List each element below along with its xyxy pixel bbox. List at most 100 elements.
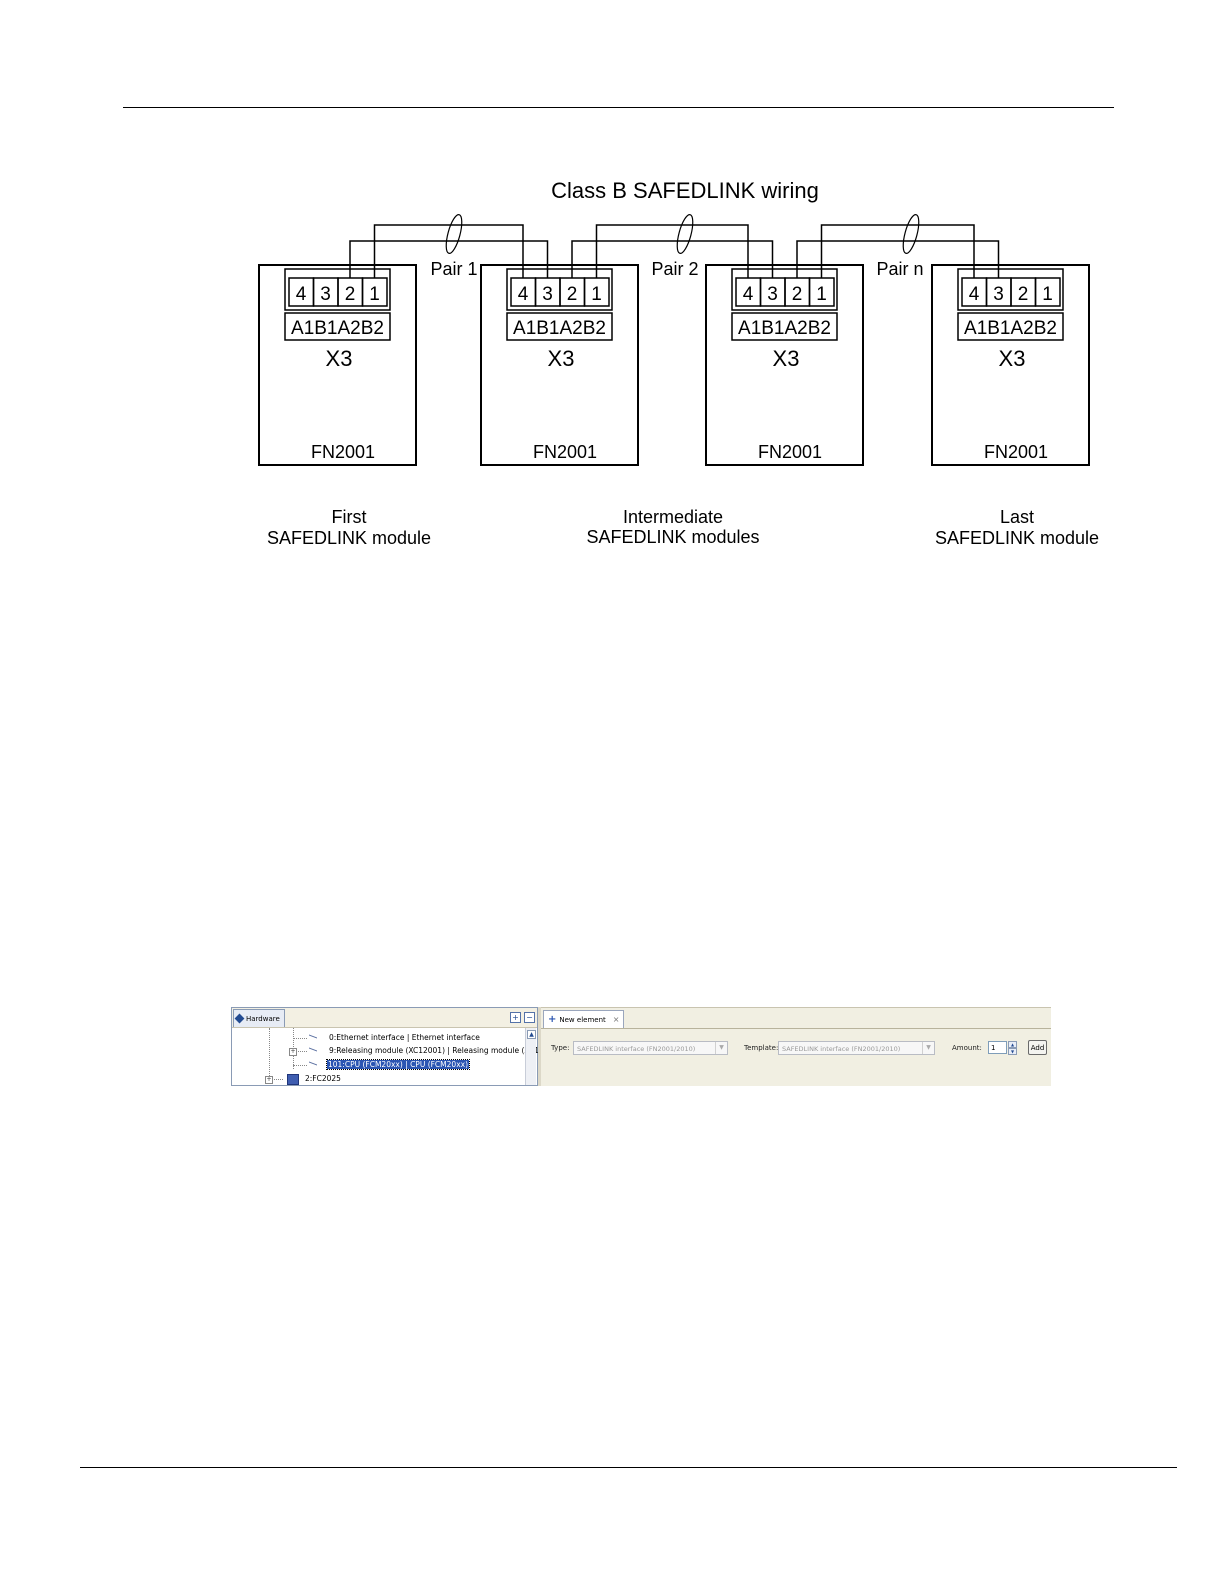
wire-a	[349, 240, 549, 278]
wire-b	[373, 224, 524, 278]
tree-item[interactable]: 0:Ethernet interface | Ethernet interfac…	[328, 1033, 481, 1043]
tree-item-selected[interactable]: 101:CPU (FCM20xx) | CPU (FCM20xx)	[326, 1059, 470, 1070]
connector-label: X3	[326, 346, 353, 371]
tree-scrollbar[interactable]: ▲	[525, 1028, 536, 1085]
hardware-tab[interactable]: Hardware	[233, 1009, 285, 1027]
caption-last-line2: SAFEDLINK module	[935, 528, 1099, 548]
terminal-number: 4	[296, 284, 307, 305]
new-element-tab[interactable]: + New element ⨯	[543, 1010, 625, 1028]
terminal-number: 2	[1018, 284, 1029, 305]
pair-oval	[902, 214, 920, 254]
collapse-all-icon[interactable]: −	[524, 1012, 535, 1023]
panel-icon	[287, 1074, 299, 1085]
module-name: FN2001	[311, 442, 375, 462]
caption-last-line1: Last	[1000, 507, 1034, 527]
amount-input[interactable]: 1	[988, 1041, 1007, 1054]
terminal-number: 3	[320, 284, 331, 305]
new-element-plus-icon: +	[548, 1014, 557, 1025]
hardware-panel-header: Hardware + −	[232, 1008, 537, 1028]
panel-divider[interactable]	[538, 1007, 541, 1086]
type-select[interactable]: SAFEDLINK interface (FN2001/2010) ▼	[573, 1041, 728, 1055]
pair-oval	[445, 214, 463, 254]
tree-guide	[269, 1028, 270, 1080]
terminal-number: 1	[591, 284, 602, 305]
caption-intermediate-line1: Intermediate	[623, 507, 723, 527]
tree-item[interactable]: 2:FC2025	[304, 1074, 342, 1084]
new-element-tab-label: New element	[559, 1015, 606, 1024]
terminal-number: 2	[792, 284, 803, 305]
pair-label-1: Pair 1	[430, 259, 477, 279]
wire-a	[571, 240, 774, 278]
terminal-cell	[808, 277, 835, 307]
signal-label-box	[957, 312, 1064, 341]
tree-item-label: 0:Ethernet interface | Ethernet interfac…	[329, 1033, 480, 1042]
terminal-number: 2	[567, 284, 578, 305]
template-label: Template:	[744, 1044, 779, 1052]
template-select-value: SAFEDLINK interface (FN2001/2010)	[782, 1045, 901, 1053]
terminal-number: 4	[518, 284, 529, 305]
terminal-signals: A1B1A2B2	[738, 318, 831, 339]
expand-node-icon[interactable]: +	[265, 1076, 273, 1084]
terminal-number: 1	[1042, 284, 1053, 305]
close-icon[interactable]: ⨯	[612, 1015, 620, 1024]
module-name: FN2001	[984, 442, 1048, 462]
add-button[interactable]: Add	[1028, 1040, 1047, 1055]
wire-a	[796, 240, 1000, 278]
footer-rule	[80, 1467, 1177, 1468]
wires	[349, 224, 1000, 278]
tree-item[interactable]: 9:Releasing module (XC12001) | Releasing…	[328, 1046, 562, 1056]
tree-guide	[269, 1079, 283, 1080]
terminal-number: 1	[816, 284, 827, 305]
terminal-number: 3	[542, 284, 553, 305]
caption-intermediate-line2: SAFEDLINK modules	[586, 527, 759, 547]
type-label: Type:	[551, 1044, 570, 1052]
terminal-number: 4	[969, 284, 980, 305]
scroll-up-icon[interactable]: ▲	[527, 1030, 536, 1039]
new-element-panel: + New element ⨯ Type: SAFEDLINK interfac…	[541, 1007, 1051, 1086]
terminal-number: 2	[345, 284, 356, 305]
terminal-block	[506, 268, 613, 311]
hardware-diamond-icon	[234, 1013, 245, 1024]
pair-label-2: Pair 2	[651, 259, 698, 279]
module-box	[705, 264, 864, 466]
chevron-down-icon: ▼	[922, 1042, 934, 1054]
expand-all-icon[interactable]: +	[510, 1012, 521, 1023]
wire-b	[595, 224, 749, 278]
spin-up-icon[interactable]: ▲	[1008, 1041, 1017, 1048]
wiring-diagram: Class B SAFEDLINK wiring Pair 1 Pair 2 P…	[258, 178, 1099, 548]
terminal-signals: A1B1A2B2	[291, 318, 384, 339]
network-interface-icon	[309, 1058, 317, 1066]
amount-label: Amount:	[952, 1044, 982, 1052]
template-select[interactable]: SAFEDLINK interface (FN2001/2010) ▼	[778, 1041, 935, 1055]
expand-node-icon[interactable]: +	[289, 1048, 297, 1056]
header-rule	[123, 107, 1114, 108]
tree-guide	[293, 1038, 307, 1039]
tree-item-label: 2:FC2025	[305, 1074, 341, 1083]
wire-b	[820, 224, 975, 278]
network-interface-icon	[309, 1031, 317, 1039]
software-screenshot: Hardware + − + + 0:Ethernet interface | …	[231, 1007, 1051, 1086]
signal-label-box	[731, 312, 838, 341]
terminal-block	[731, 268, 838, 311]
diagram-title: Class B SAFEDLINK wiring	[551, 178, 819, 203]
terminal-signals: A1B1A2B2	[513, 318, 606, 339]
connector-label: X3	[999, 346, 1026, 371]
tree-item-label: 9:Releasing module (XC12001) | Releasing…	[329, 1046, 561, 1055]
tree-item-label: 101:CPU (FCM20xx) | CPU (FCM20xx)	[326, 1059, 470, 1070]
caption-first-line1: First	[332, 507, 367, 527]
caption-first-line2: SAFEDLINK module	[267, 528, 431, 548]
module-name: FN2001	[758, 442, 822, 462]
amount-spinner[interactable]: ▲ ▼	[1008, 1041, 1017, 1055]
pair-oval	[676, 214, 694, 254]
terminal-block	[957, 268, 1064, 311]
module-box	[931, 264, 1090, 466]
module-box	[258, 264, 417, 466]
hardware-tab-label: Hardware	[246, 1014, 280, 1023]
spin-down-icon[interactable]: ▼	[1008, 1048, 1017, 1055]
tree-guide	[293, 1065, 307, 1066]
signal-label-box	[284, 312, 391, 341]
